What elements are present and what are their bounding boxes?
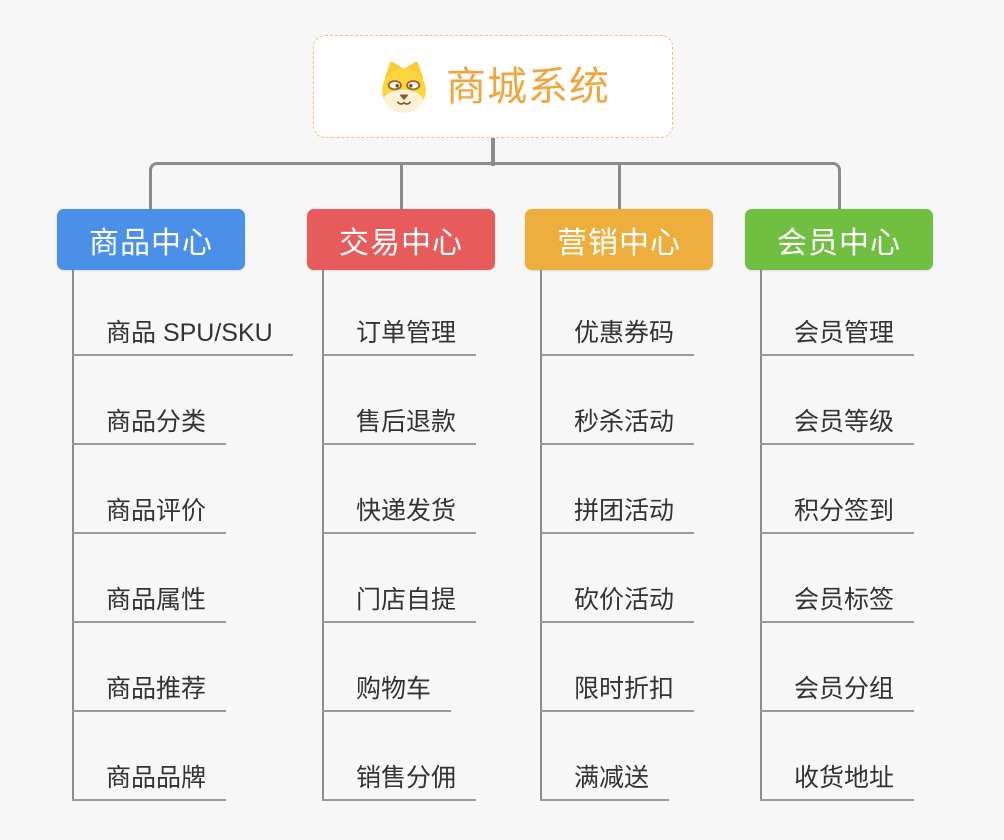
branch-header-marketing[interactable]: 营销中心 (525, 209, 713, 270)
node-item-label: 会员管理 (794, 319, 895, 347)
node-item[interactable]: 砍价活动 (540, 579, 695, 623)
node-item[interactable]: 会员分组 (760, 668, 915, 712)
node-item-label: 购物车 (356, 675, 432, 703)
connector-drop-1 (149, 174, 152, 209)
branch-marketing-center: 营销中心 优惠券码 秒杀活动 拼团活动 砍价活动 限时折扣 满减送 (525, 209, 777, 801)
node-item-label: 商品推荐 (106, 675, 207, 703)
branch-header-trade[interactable]: 交易中心 (307, 209, 495, 270)
node-item[interactable]: 收货地址 (760, 757, 915, 801)
branch-product-center: 商品中心 商品 SPU/SKU 商品分类 商品评价 商品属性 商品推荐 商品品牌 (57, 209, 309, 801)
node-item[interactable]: 门店自提 (322, 579, 477, 623)
node-item-label: 秒杀活动 (574, 408, 675, 436)
node-item[interactable]: 会员标签 (760, 579, 915, 623)
branch-header-product[interactable]: 商品中心 (57, 209, 245, 270)
node-item[interactable]: 商品分类 (72, 401, 227, 445)
node-item-label: 会员标签 (794, 586, 895, 614)
node-item-label: 商品评价 (106, 497, 207, 525)
connector-horizontal (160, 162, 830, 165)
node-item[interactable]: 商品品牌 (72, 757, 227, 801)
node-item-label: 商品属性 (106, 586, 207, 614)
node-item[interactable]: 会员管理 (760, 312, 915, 356)
node-item[interactable]: 商品属性 (72, 579, 227, 623)
connector-drop-2 (400, 162, 403, 209)
branch-trunk-line (72, 270, 74, 801)
node-item[interactable]: 商品评价 (72, 490, 227, 534)
node-item[interactable]: 限时折扣 (540, 668, 695, 712)
node-item[interactable]: 售后退款 (322, 401, 477, 445)
branch-header-member[interactable]: 会员中心 (745, 209, 933, 270)
node-item-label: 会员分组 (794, 675, 895, 703)
connector-elbow-left (149, 162, 163, 176)
node-item[interactable]: 销售分佣 (322, 757, 477, 801)
node-item-label: 满减送 (574, 764, 650, 792)
node-item[interactable]: 商品推荐 (72, 668, 227, 712)
node-item-label: 收货地址 (794, 764, 895, 792)
node-item[interactable]: 快递发货 (322, 490, 477, 534)
node-item[interactable]: 优惠券码 (540, 312, 695, 356)
connector-elbow-right (827, 162, 841, 176)
node-item-label: 商品 SPU/SKU (106, 319, 273, 347)
node-item[interactable]: 积分签到 (760, 490, 915, 534)
node-item-label: 商品品牌 (106, 764, 207, 792)
node-item[interactable]: 商品 SPU/SKU (72, 312, 293, 356)
node-item-label: 拼团活动 (574, 497, 675, 525)
branch-trunk-line (322, 270, 324, 801)
node-item[interactable]: 订单管理 (322, 312, 477, 356)
node-item-label: 限时折扣 (574, 675, 675, 703)
branch-trunk-line (760, 270, 762, 801)
node-item-label: 门店自提 (356, 586, 457, 614)
node-item-label: 售后退款 (356, 408, 457, 436)
node-item-label: 商品分类 (106, 408, 207, 436)
node-item-label: 砍价活动 (574, 586, 675, 614)
node-item-label: 订单管理 (356, 319, 457, 347)
connector-root-drop (491, 138, 495, 166)
branch-member-center: 会员中心 会员管理 会员等级 积分签到 会员标签 会员分组 收货地址 (745, 209, 997, 801)
node-item[interactable]: 拼团活动 (540, 490, 695, 534)
node-item-label: 快递发货 (356, 497, 457, 525)
connector-drop-3 (618, 162, 621, 209)
root-title: 商城系统 (446, 64, 610, 109)
node-item-label: 优惠券码 (574, 319, 675, 347)
node-item-label: 销售分佣 (356, 764, 457, 792)
node-item[interactable]: 秒杀活动 (540, 401, 695, 445)
node-item-label: 会员等级 (794, 408, 895, 436)
branch-trade-center: 交易中心 订单管理 售后退款 快递发货 门店自提 购物车 销售分佣 (307, 209, 559, 801)
branch-trunk-line (540, 270, 542, 801)
root-node[interactable]: 商城系统 (313, 35, 673, 138)
node-item-label: 积分签到 (794, 497, 895, 525)
node-item[interactable]: 会员等级 (760, 401, 915, 445)
node-item[interactable]: 满减送 (540, 757, 670, 801)
node-item[interactable]: 购物车 (322, 668, 452, 712)
connector-drop-4 (838, 174, 841, 209)
dog-face-icon (382, 61, 426, 112)
